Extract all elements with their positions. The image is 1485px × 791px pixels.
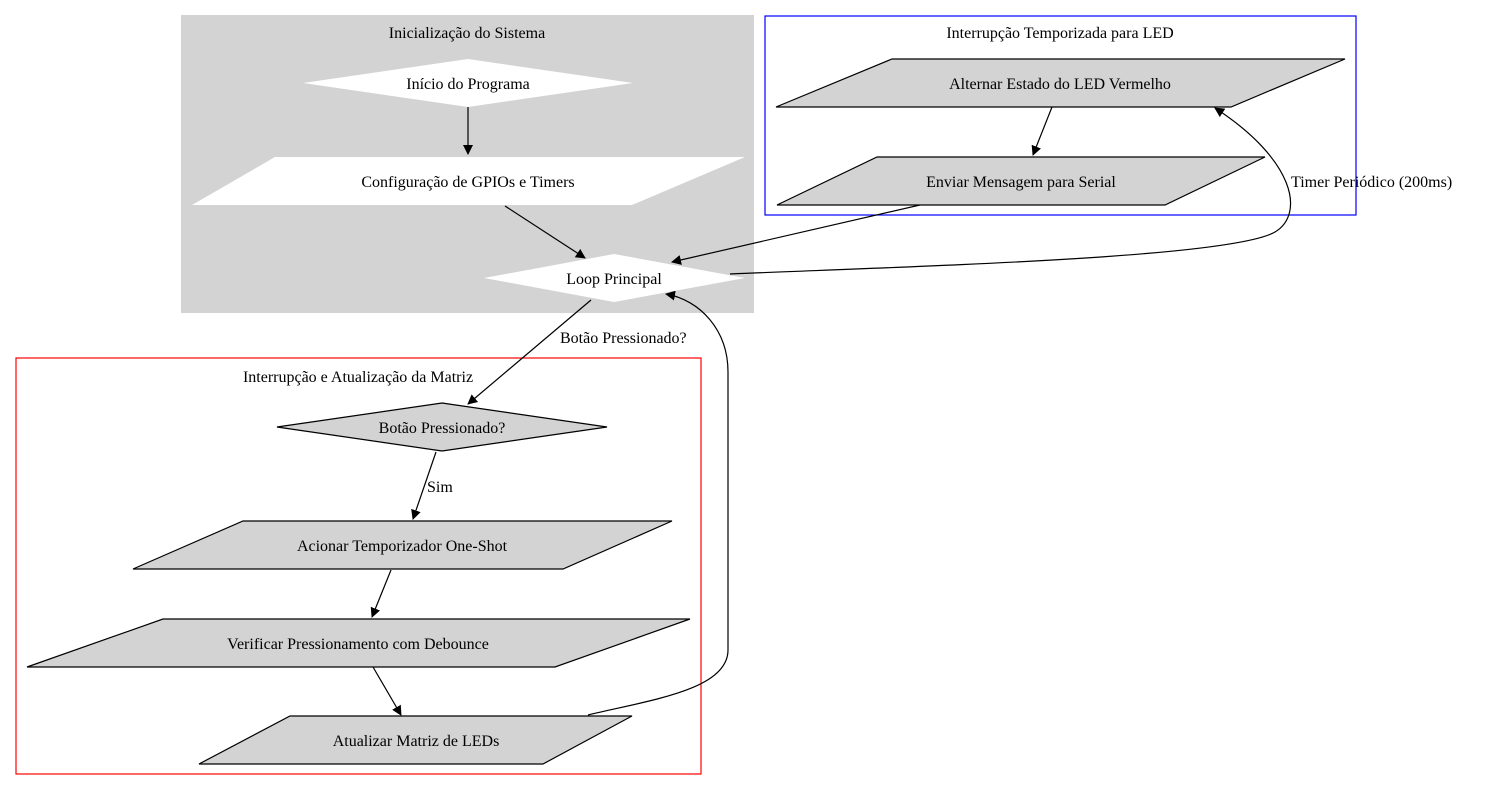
edge-label-button-pressed: Botão Pressionado?: [560, 330, 687, 347]
node-loop: Loop Principal: [484, 254, 745, 302]
node-update-matrix-shape: [198, 715, 633, 765]
cluster-timer-title: Interrupção Temporizada para LED: [946, 25, 1173, 42]
node-update-matrix-label: Atualizar Matriz de LEDs: [333, 733, 500, 750]
node-send-serial-label: Enviar Mensagem para Serial: [926, 174, 1116, 191]
node-start-shape: [303, 59, 633, 107]
edge-button-to-oneshot: [411, 451, 437, 520]
node-loop-label: Loop Principal: [566, 271, 662, 288]
edge-serial-to-loop: [671, 204, 921, 265]
node-toggle-led: Alternar Estado do LED Vermelho: [775, 58, 1346, 108]
node-update-matrix: Atualizar Matriz de LEDs: [198, 715, 633, 765]
edge-debounce-to-update: [372, 666, 402, 716]
node-start: Início do Programa: [303, 59, 633, 107]
cluster-matrix-title: Interrupção e Atualização da Matriz: [243, 369, 473, 386]
node-config-shape: [192, 157, 745, 205]
cluster-timer-border: [764, 15, 1357, 216]
node-config-label: Configuração de GPIOs e Timers: [361, 174, 574, 191]
edge-oneshot-to-debounce: [370, 569, 392, 618]
cluster-init-title: Inicialização do Sistema: [389, 25, 545, 42]
node-loop-shape: [484, 254, 745, 302]
node-debounce-label: Verificar Pressionamento com Debounce: [227, 636, 489, 653]
node-button-check-shape: [276, 402, 608, 452]
edge-toggle-to-serial: [1031, 106, 1053, 156]
node-one-shot: Acionar Temporizador One-Shot: [132, 520, 673, 570]
node-button-check: Botão Pressionado?: [276, 402, 608, 452]
cluster-timer: Interrupção Temporizada para LED: [764, 15, 1357, 216]
node-one-shot-label: Acionar Temporizador One-Shot: [297, 538, 508, 555]
edge-label-timer-periodic: Timer Periódico (200ms): [1291, 174, 1452, 191]
edge-label-yes: Sim: [427, 479, 453, 496]
edge-loop-to-button: [467, 299, 592, 405]
cluster-matrix: Interrupção e Atualização da Matriz: [15, 357, 702, 775]
node-toggle-led-shape: [775, 58, 1346, 108]
edge-update-to-loop: [587, 290, 729, 716]
node-send-serial: Enviar Mensagem para Serial: [776, 156, 1266, 206]
node-debounce-shape: [26, 618, 691, 668]
edge-loop-to-toggle-timer: [729, 107, 1292, 275]
node-send-serial-shape: [776, 156, 1266, 206]
node-toggle-led-label: Alternar Estado do LED Vermelho: [949, 76, 1171, 93]
node-start-label: Início do Programa: [406, 76, 530, 93]
edges: [370, 106, 1292, 716]
node-one-shot-shape: [132, 520, 673, 570]
edge-config-to-loop: [504, 205, 586, 259]
node-button-check-label: Botão Pressionado?: [379, 420, 506, 437]
node-debounce: Verificar Pressionamento com Debounce: [26, 618, 691, 668]
cluster-matrix-border: [15, 357, 702, 775]
node-config: Configuração de GPIOs e Timers: [192, 157, 745, 205]
